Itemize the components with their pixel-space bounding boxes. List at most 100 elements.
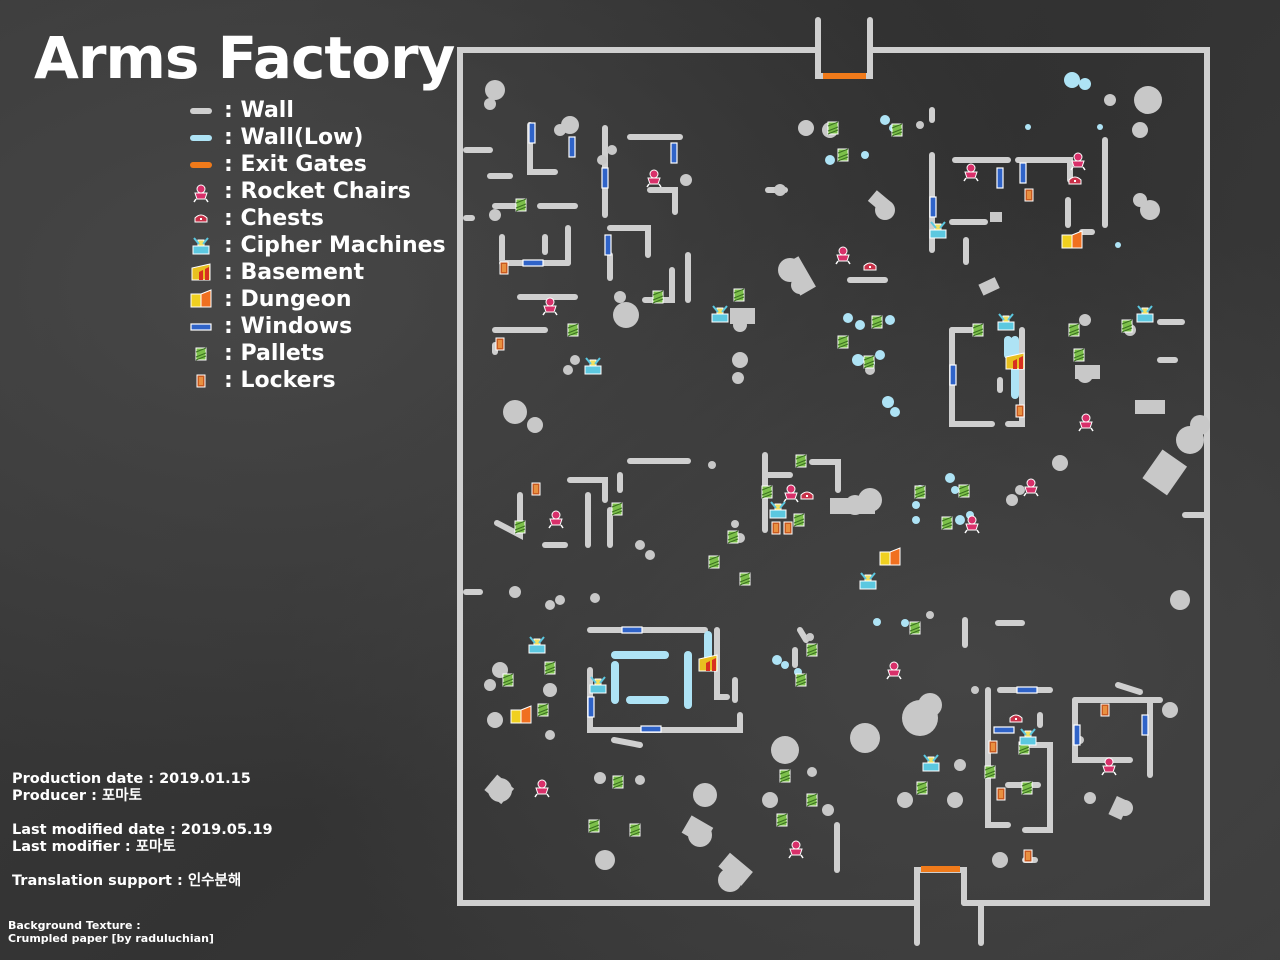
window <box>1019 162 1027 184</box>
legend-label: : Windows <box>224 314 353 339</box>
dungeon <box>1061 230 1083 249</box>
pallet <box>827 121 839 135</box>
pallet <box>972 323 984 337</box>
wall-icon <box>188 100 214 122</box>
window <box>996 167 1004 189</box>
pallet <box>567 323 579 337</box>
window <box>568 136 576 158</box>
legend-item-exit-gates: : Exit Gates <box>188 151 446 178</box>
pallet <box>1021 781 1033 795</box>
rocket-chair <box>886 661 902 680</box>
chest <box>1068 176 1082 185</box>
basement-icon <box>188 262 214 284</box>
legend-label: : Exit Gates <box>224 152 367 177</box>
locker <box>988 740 998 754</box>
rocket-chair <box>783 484 799 503</box>
legend-label: : Lockers <box>224 368 336 393</box>
locker <box>783 521 793 535</box>
locker <box>495 337 505 351</box>
rocket-chair <box>646 169 662 188</box>
pallet <box>837 335 849 349</box>
credits: Production date : 2019.01.15 Producer : … <box>12 771 273 890</box>
pallet <box>909 621 921 635</box>
pallet <box>806 643 818 657</box>
pallet <box>1068 323 1080 337</box>
legend-label: : Cipher Machines <box>224 233 446 258</box>
legend: : Wall : Wall(Low) : Exit Gates : Rocket… <box>188 97 446 394</box>
chest-icon <box>188 208 214 230</box>
cipher-machine <box>922 754 940 772</box>
chest <box>863 262 877 271</box>
legend-item-windows: : Windows <box>188 313 446 340</box>
exit-gates <box>823 73 960 872</box>
locker <box>531 482 541 496</box>
window <box>1016 686 1038 694</box>
pallet <box>1121 319 1133 333</box>
window <box>601 167 609 189</box>
window <box>993 726 1015 734</box>
legend-label: : Wall(Low) <box>224 125 364 150</box>
pallet <box>502 673 514 687</box>
pallet <box>941 516 953 530</box>
rocket-chair-icon <box>188 181 214 203</box>
pallet <box>612 775 624 789</box>
cipher-machine <box>584 357 602 375</box>
rocket-chair <box>534 779 550 798</box>
pallet <box>891 123 903 137</box>
pallet <box>795 673 807 687</box>
rocket-chair <box>548 510 564 529</box>
locker <box>499 261 509 275</box>
pallet <box>629 823 641 837</box>
window <box>1073 724 1081 746</box>
interior-walls <box>463 107 1208 873</box>
pallet <box>733 288 745 302</box>
pallet <box>914 485 926 499</box>
locker <box>771 521 781 535</box>
window <box>640 725 662 733</box>
pallet <box>708 555 720 569</box>
background-credit-source: Crumpled paper [by raduluchian] <box>8 932 214 945</box>
window <box>670 142 678 164</box>
locker <box>1100 703 1110 717</box>
cipher-machine <box>769 501 787 519</box>
pallet <box>916 781 928 795</box>
exit-gate-icon <box>188 154 214 176</box>
pallet <box>793 513 805 527</box>
legend-label: : Dungeon <box>224 287 352 312</box>
pallet <box>984 765 996 779</box>
window <box>949 364 957 386</box>
pallet <box>871 315 883 329</box>
legend-label: : Basement <box>224 260 365 285</box>
rocket-chair <box>963 163 979 182</box>
cipher-machine <box>528 636 546 654</box>
locker <box>1015 404 1025 418</box>
producer: Producer : 포마토 <box>12 788 142 804</box>
map-title: Arms Factory <box>34 24 455 92</box>
cipher-machine <box>929 221 947 239</box>
window <box>1141 714 1149 736</box>
pallet <box>537 703 549 717</box>
legend-item-chests: : Chests <box>188 205 446 232</box>
legend-item-wall: : Wall <box>188 97 446 124</box>
chest <box>1009 714 1023 723</box>
rocket-chair <box>835 246 851 265</box>
legend-item-cipher-machines: : Cipher Machines <box>188 232 446 259</box>
legend-label: : Wall <box>224 98 294 123</box>
cipher-machine <box>589 676 607 694</box>
cipher-machine <box>1136 305 1154 323</box>
pallet <box>514 520 526 534</box>
locker <box>996 787 1006 801</box>
dungeon-icon <box>188 289 214 311</box>
pallet <box>652 290 664 304</box>
legend-item-lockers: : Lockers <box>188 367 446 394</box>
last-modifier: Last modifier : 포마토 <box>12 839 176 855</box>
cipher-machine <box>711 305 729 323</box>
pallet <box>588 819 600 833</box>
pallet <box>958 484 970 498</box>
pallet <box>611 502 623 516</box>
background-credit-label: Background Texture : <box>8 919 141 932</box>
cipher-machine <box>859 572 877 590</box>
pallet <box>806 793 818 807</box>
legend-item-low-wall: : Wall(Low) <box>188 124 446 151</box>
